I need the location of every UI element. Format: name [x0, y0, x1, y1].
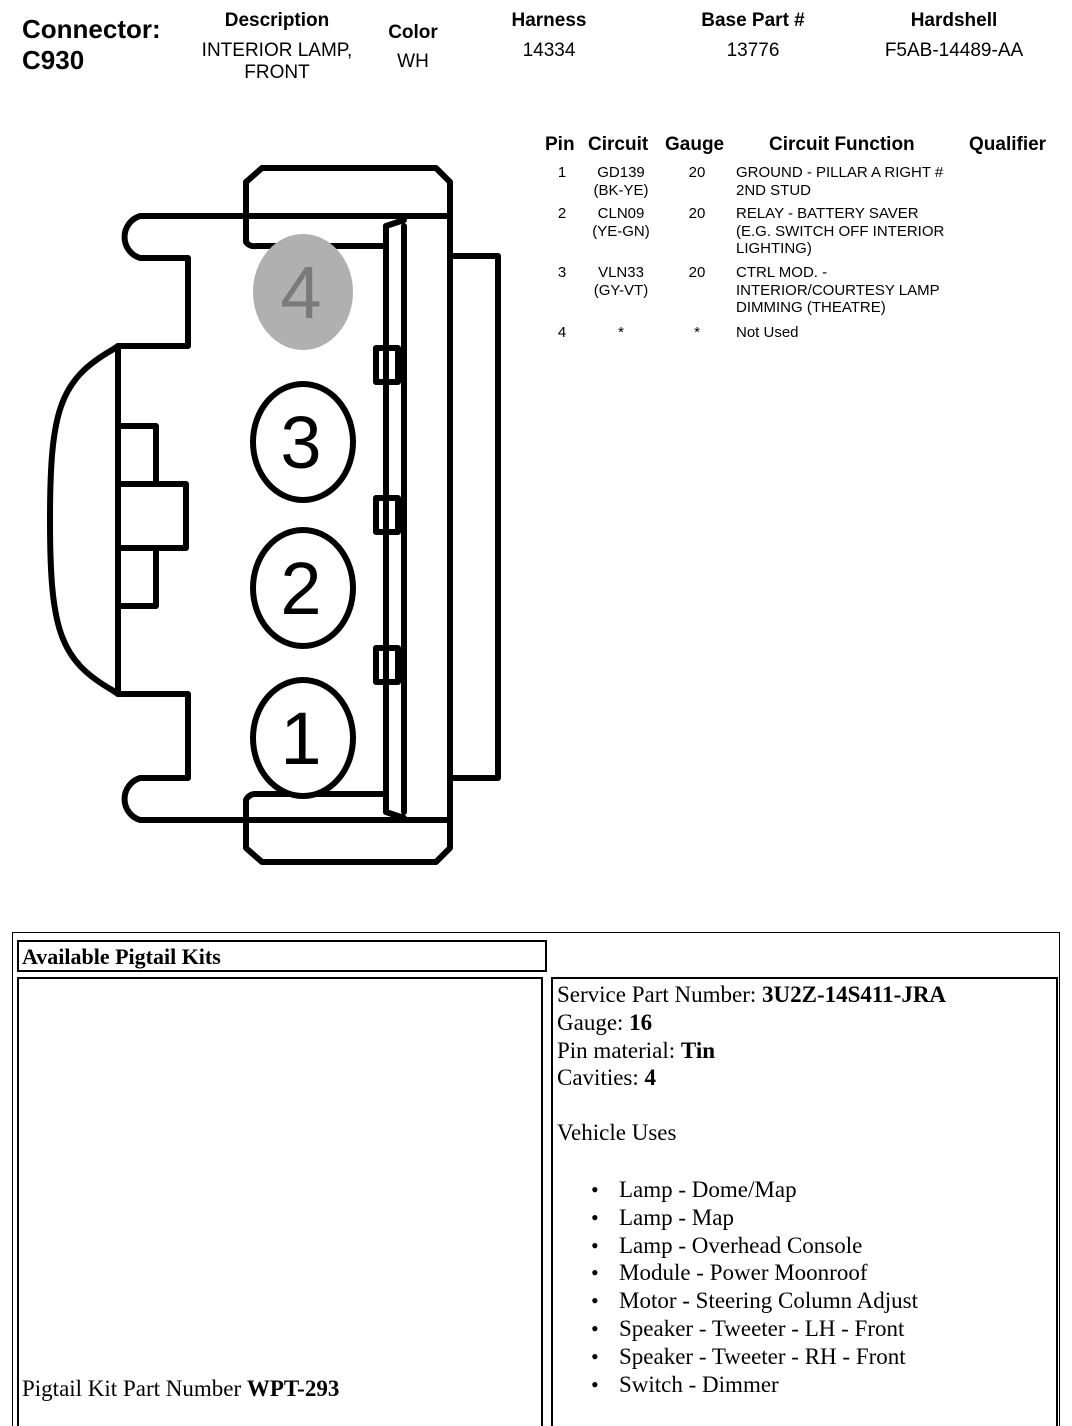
pin-number: 3 [557, 264, 567, 281]
pin-material-label: Pin material: [557, 1037, 681, 1063]
vehicle-uses-list: Lamp - Dome/Map Lamp - Map Lamp - Overhe… [591, 1176, 918, 1398]
pin-gauge: * [694, 324, 700, 341]
cavity-group: 4 3 2 1 [250, 234, 356, 799]
cavity-outline [250, 381, 356, 503]
description-heading: Description [224, 10, 330, 31]
list-item: Speaker - Tweeter - LH - Front [591, 1315, 918, 1343]
list-item: Lamp - Overhead Console [591, 1232, 918, 1260]
base-part-value: 13776 [726, 40, 780, 61]
gauge-value: 16 [629, 1009, 653, 1035]
pin-circuit: CLN09 (YE-GN) [592, 205, 650, 240]
service-part-line: Service Part Number: 3U2Z-14S411-JRA [557, 981, 946, 1009]
vehicle-uses-title: Vehicle Uses [557, 1120, 677, 1145]
pin-number: 4 [557, 324, 567, 341]
kit-spec-block: Service Part Number: 3U2Z-14S411-JRA Gau… [557, 981, 946, 1092]
list-item: Speaker - Tweeter - RH - Front [591, 1343, 918, 1371]
pin-table-header-function: Circuit Function [769, 134, 915, 155]
service-part-value: 3U2Z-14S411-JRA [762, 982, 947, 1007]
pigtail-kit-part-number: Pigtail Kit Part Number WPT-293 [22, 1375, 339, 1403]
list-item: Switch - Dimmer [591, 1371, 918, 1399]
cavities-label: Cavities: [557, 1065, 645, 1091]
pin-circuit: GD139 (BK-YE) [593, 164, 649, 199]
hardshell-heading: Hardshell [910, 10, 998, 31]
pin-material-line: Pin material: Tin [557, 1037, 946, 1065]
pin-table-header-gauge: Gauge [665, 134, 725, 155]
pin-function: Not Used [736, 324, 799, 341]
pin-function: RELAY - BATTERY SAVER (E.G. SWITCH OFF I… [736, 205, 945, 257]
pin-gauge: 20 [688, 164, 706, 181]
list-item: Lamp - Map [591, 1204, 918, 1232]
base-part-heading: Base Part # [701, 10, 805, 31]
pin-material-value: Tin [680, 1037, 716, 1063]
pigtail-kit-details-cell: Service Part Number: 3U2Z-14S411-JRA Gau… [551, 977, 1058, 1426]
cavity-outline [253, 234, 353, 350]
list-item: Motor - Steering Column Adjust [591, 1287, 918, 1315]
cavity-outline [250, 527, 356, 649]
connector-id: C930 [22, 45, 85, 75]
kit-number-value: WPT-293 [246, 1376, 340, 1401]
cavity-outline [250, 677, 356, 799]
pin-number: 1 [557, 164, 567, 181]
hardshell-value: F5AB-14489-AA [884, 40, 1024, 61]
gauge-line: Gauge: 16 [557, 1009, 946, 1037]
gauge-label: Gauge: [557, 1009, 630, 1035]
pin-table-header-qualifier: Qualifier [969, 134, 1047, 155]
pin-function: GROUND - PILLAR A RIGHT # 2ND STUD [736, 164, 944, 199]
cavity-3: 3 [250, 381, 356, 503]
cavities-value: 4 [644, 1065, 657, 1091]
connector-face-diagram: 4 3 2 1 [47, 165, 501, 865]
pin-table-header-circuit: Circuit [588, 134, 649, 155]
pigtail-kit-image-cell: Pigtail Kit Part Number WPT-293 [17, 977, 543, 1426]
kit-number-label: Pigtail Kit Part Number [22, 1376, 247, 1401]
cavity-2: 2 [250, 527, 356, 649]
list-item: Lamp - Dome/Map [591, 1176, 918, 1204]
cavity-1: 1 [250, 677, 356, 799]
pigtail-kits-title: Available Pigtail Kits [22, 944, 221, 969]
pin-circuit: * [618, 324, 624, 341]
cavity-4: 4 [253, 234, 353, 350]
cavities-line: Cavities: 4 [557, 1064, 946, 1092]
pigtail-kits-header-cell: Available Pigtail Kits [17, 940, 547, 972]
cavity-number: 4 [280, 251, 321, 334]
cavity-number: 3 [280, 401, 321, 484]
pin-table-header-pin: Pin [545, 134, 575, 155]
pin-function: CTRL MOD. - INTERIOR/COURTESY LAMP DIMMI… [736, 264, 940, 316]
connector-housing-outline [47, 165, 501, 865]
connector-label: Connector: [22, 14, 161, 44]
list-item: Module - Power Moonroof [591, 1259, 918, 1287]
pigtail-kits-table [12, 932, 1060, 1426]
cavity-number: 1 [280, 697, 321, 780]
pin-gauge: 20 [688, 205, 706, 222]
pin-circuit: VLN33 (GY-VT) [593, 264, 649, 299]
description-value: INTERIOR LAMP, FRONT [201, 40, 353, 83]
service-part-label: Service Part Number: [557, 982, 763, 1007]
color-value: WH [397, 51, 429, 72]
pin-gauge: 20 [688, 264, 706, 281]
harness-heading: Harness [511, 10, 587, 31]
cavity-number: 2 [280, 547, 321, 630]
harness-value: 14334 [522, 40, 576, 61]
pin-number: 2 [557, 205, 567, 222]
color-heading: Color [388, 22, 438, 43]
